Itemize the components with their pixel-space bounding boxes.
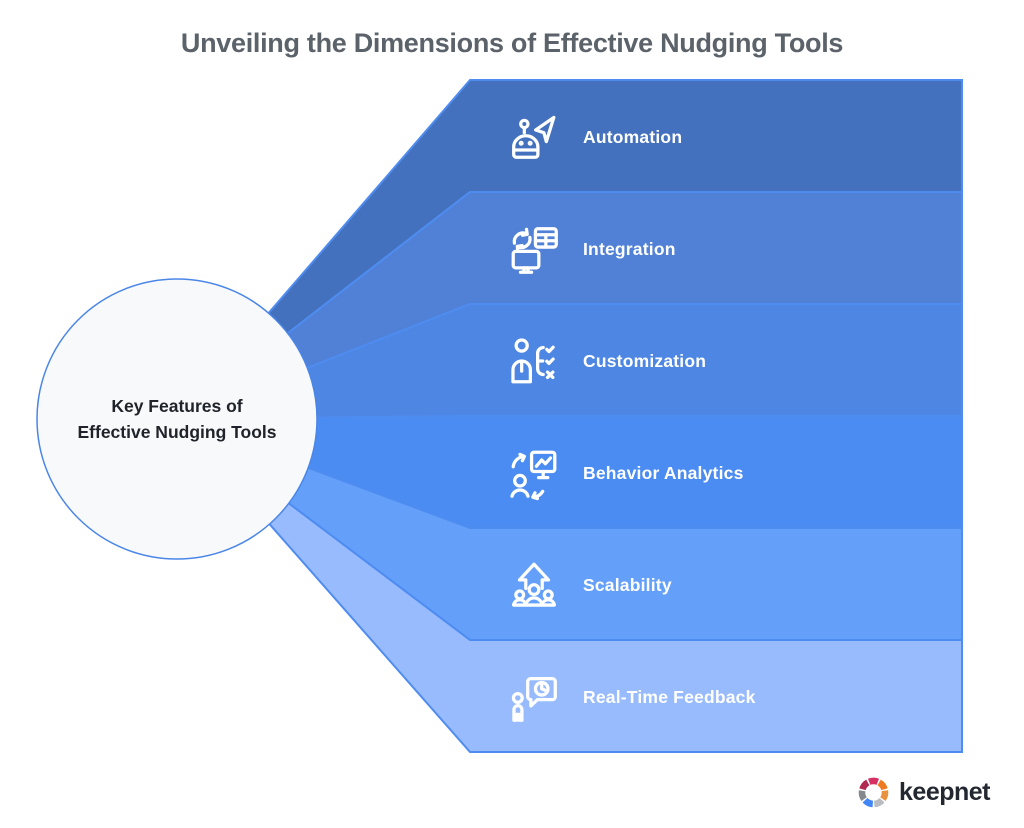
swirl-segment: [858, 777, 889, 808]
feature-label: Behavior Analytics: [583, 462, 744, 483]
hub-label: Key Features of Effective Nudging Tools: [37, 279, 317, 559]
page-title: Unveiling the Dimensions of Effective Nu…: [180, 28, 844, 58]
swirl-segment: [858, 777, 889, 808]
brand-logo: keepnet: [855, 774, 990, 811]
band-realtime-feedback: [176, 418, 963, 753]
feature-scalability: Scalability: [505, 553, 935, 617]
integration-sync-systems-icon: [511, 227, 558, 274]
swirl-segment: [858, 777, 889, 808]
feature-realtime-feedback: Real-Time Feedback: [505, 665, 935, 729]
keepnet-swirl-icon: [858, 777, 889, 808]
hub-label-line1: Key Features of: [111, 395, 243, 416]
behavior-analytics-user-chart-icon: [510, 450, 557, 501]
realtime-feedback-clock-bubble-icon: [511, 677, 557, 722]
swirl-segment: [858, 777, 889, 808]
brand-name: keepnet: [899, 778, 990, 806]
feature-customization: Customization: [505, 329, 935, 393]
feature-integration: Integration: [505, 217, 935, 281]
feature-automation: Automation: [505, 105, 935, 169]
automation-robot-cursor-icon: [512, 115, 556, 159]
feature-label: Customization: [583, 350, 707, 371]
customization-user-checklist-icon: [511, 338, 555, 384]
scalability-growth-arrow-users-icon: [512, 562, 556, 607]
feature-label: Automation: [583, 126, 683, 147]
hub-circle: [36, 278, 318, 560]
feature-label: Real-Time Feedback: [583, 686, 756, 707]
hub-label-line2: Effective Nudging Tools: [77, 422, 277, 442]
feature-label: Integration: [583, 238, 676, 259]
feature-label: Scalability: [583, 574, 672, 595]
feature-behavior-analytics: Behavior Analytics: [505, 441, 935, 505]
